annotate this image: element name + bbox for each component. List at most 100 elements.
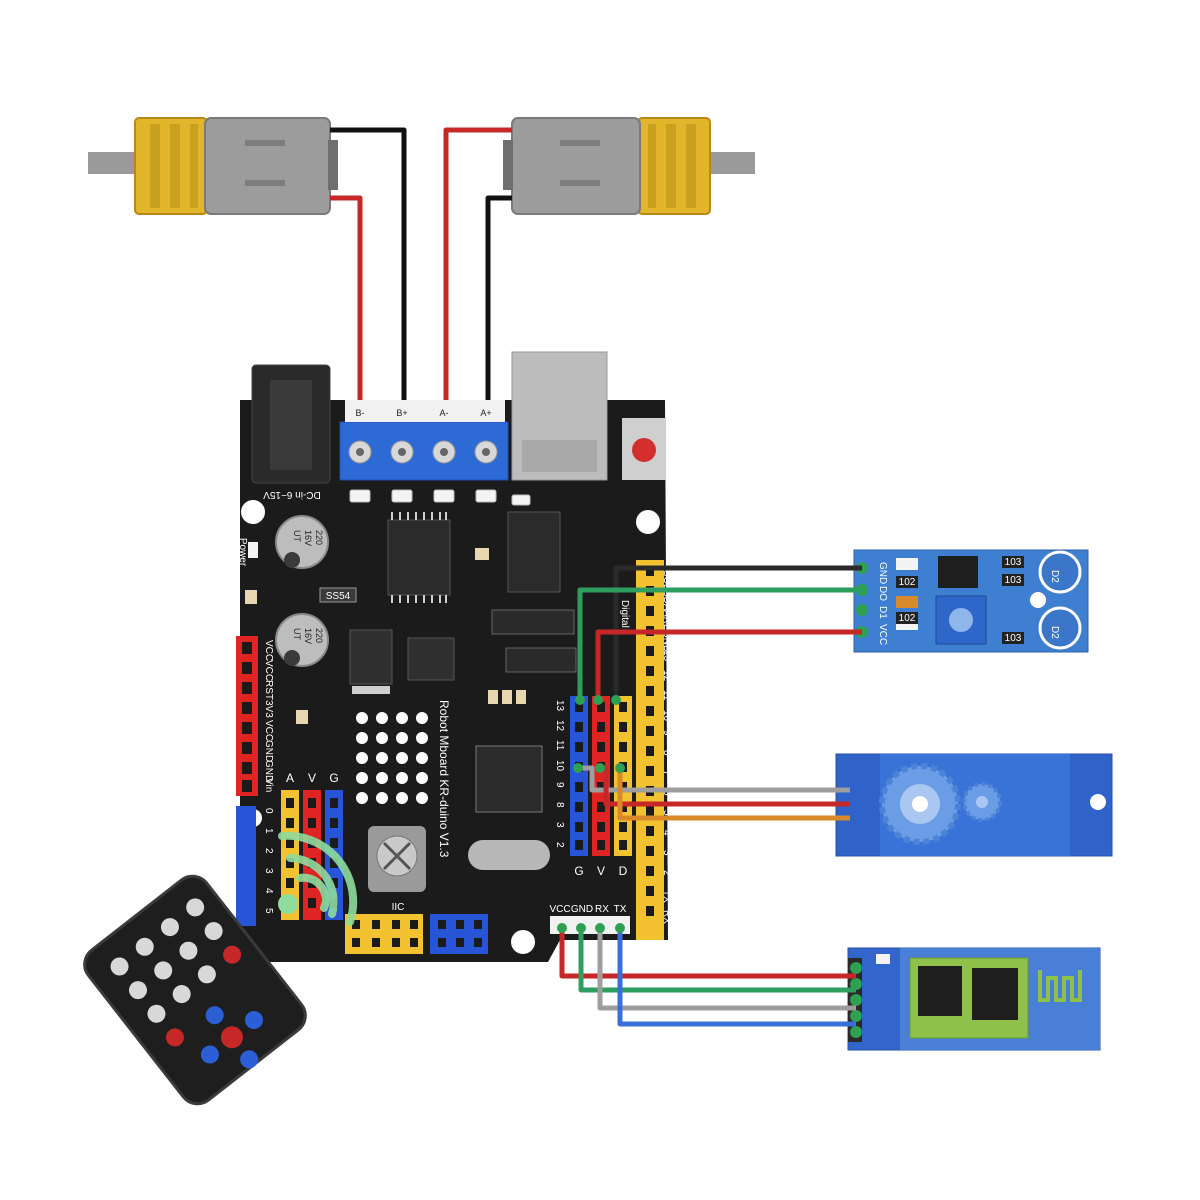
sensor-diode-label: D2	[1049, 570, 1060, 583]
analog-pin-label: 4	[263, 888, 274, 894]
capacitor-bottom: 220 16V UT	[275, 613, 329, 667]
digital-group-label: G	[574, 864, 583, 878]
sensor-diode-label: D2	[1049, 626, 1060, 639]
sensor-chip-label: 103	[1005, 557, 1022, 568]
digital-group-label: D	[619, 864, 628, 878]
bluetooth-wires	[559, 928, 856, 1027]
power-pin-label: VCC	[263, 640, 274, 661]
regulator-2	[407, 637, 455, 681]
cap-top-voltage: 16V	[303, 530, 313, 546]
cap-top-brand: UT	[292, 530, 302, 542]
bt-gnd-wire	[578, 928, 856, 993]
right-pin-label: 12	[661, 670, 672, 682]
bt-tx-wire	[617, 928, 856, 1027]
cap-bottom-value: 220	[314, 628, 324, 643]
dc-in-label: DC-in 6~15V	[263, 489, 321, 500]
bluetooth-module	[847, 947, 1101, 1051]
power-pin-label: VCC	[263, 660, 274, 681]
bt-pin-label: GND	[571, 904, 593, 915]
servo-ground-wire	[617, 768, 850, 821]
digital-pin-label: 13	[554, 700, 565, 712]
ir-signal-waves	[278, 831, 358, 926]
right-pin-label: 2	[661, 870, 672, 876]
robot-board	[240, 400, 668, 962]
crystal	[468, 840, 550, 870]
diode-ss54	[319, 587, 357, 603]
right-pin-label: 11	[661, 690, 672, 701]
analog-group-label: V	[308, 771, 316, 785]
right-pin-label: 13	[661, 650, 672, 662]
mount-hole	[241, 500, 265, 524]
bt-rx-wire	[597, 928, 856, 1011]
board-name: Robot Mboard KR-duino V1.3	[437, 700, 451, 858]
digital-caption: Digital	[619, 600, 630, 628]
right-pin-label: 9	[661, 730, 672, 736]
voltage-regulator	[349, 629, 393, 685]
right-pin-label: 8	[661, 750, 672, 756]
diode-label: SS54	[326, 591, 351, 602]
motor-wires	[330, 127, 512, 450]
terminal-label-a-minus: A-	[440, 408, 449, 418]
analog-pin-label: 2	[263, 848, 274, 854]
sensor-chip-label: 102	[899, 577, 916, 588]
right-motor-body	[511, 117, 641, 215]
cap-bottom-voltage: 16V	[303, 628, 313, 644]
sensor-chip-label: 103	[1005, 633, 1022, 644]
digital-pin-label: 11	[554, 740, 565, 751]
cap-bottom-brand: UT	[292, 628, 302, 640]
proto-grid	[356, 712, 428, 804]
ir-remote	[83, 874, 307, 1106]
digital-pin-label: 12	[554, 720, 565, 732]
sensor-chip-label: 103	[1005, 575, 1022, 586]
capacitor-top: 220 16V UT	[275, 515, 329, 569]
left-motor-shaft	[88, 152, 138, 174]
right-pin-label: AREF	[661, 610, 672, 637]
remote-direction-pad	[200, 1006, 264, 1069]
right-pin-label: 10	[661, 710, 672, 722]
sensor-module: GND DO D1 VCC 102 102 103 103 103 D2 D2	[853, 549, 1089, 653]
power-pin-label: GND	[263, 740, 274, 762]
left-motor-body	[204, 117, 331, 215]
digital-group-label: V	[597, 864, 605, 878]
right-pin-label: 3	[661, 850, 672, 856]
servo-signal-wire	[578, 765, 850, 793]
bt-vcc-wire	[559, 928, 856, 979]
analog-pin-label: 5	[263, 908, 274, 914]
sensor-do-wire	[577, 587, 862, 700]
sensor-wires	[577, 565, 862, 700]
terminal-label-a-plus: A+	[480, 408, 491, 418]
bt-pin-label: TX	[614, 904, 627, 915]
sensor-pin-label: VCC	[877, 624, 888, 645]
analog-group-label: G	[329, 771, 338, 785]
power-pin-label: 3V3	[263, 700, 274, 718]
reset-button-cap[interactable]	[632, 438, 656, 462]
mount-hole	[511, 930, 535, 954]
right-pin-label: 5	[661, 810, 672, 816]
right-pin-label: SDA	[661, 590, 672, 611]
bt-pin-label: VCC	[549, 904, 570, 915]
servo-wires	[578, 765, 850, 821]
power-pin-label: Vin	[263, 778, 274, 792]
power-pin-label: GND	[263, 760, 274, 782]
power-pin-label: VCC	[263, 720, 274, 741]
digital-pin-label: 2	[554, 842, 565, 848]
right-gear-motor	[503, 117, 755, 215]
right-pin-label: 7	[661, 770, 672, 776]
motor-a-black-wire	[485, 195, 512, 450]
bt-pin-label: RX	[595, 904, 609, 915]
cap-top-value: 220	[314, 530, 324, 545]
left-gear-motor	[88, 117, 338, 215]
motor-b-black-wire	[330, 127, 407, 450]
motor-driver-chip	[387, 519, 451, 596]
iic-label: IIC	[392, 902, 405, 913]
right-pin-label: 4	[661, 830, 672, 836]
digital-pin-label: 3	[554, 822, 565, 828]
motor-a-red-wire	[443, 127, 512, 450]
digital-pin-label: 8	[554, 802, 565, 808]
analog-pin-label: 0	[263, 808, 274, 814]
sensor-pin-label: DO	[877, 586, 888, 601]
mcu-chip	[475, 745, 543, 813]
terminal-label-b-minus: B-	[356, 408, 365, 418]
power-label: Power	[237, 538, 248, 567]
right-pin-label: TX	[661, 890, 672, 903]
